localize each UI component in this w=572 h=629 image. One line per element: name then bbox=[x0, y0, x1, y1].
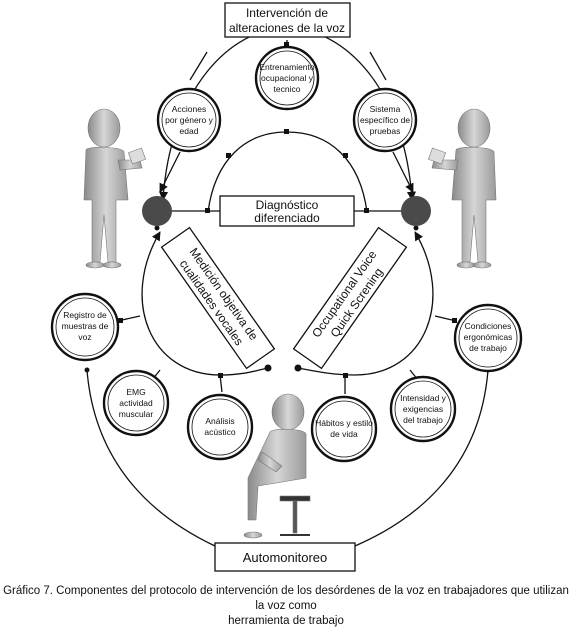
top-box-line-1: Intervención de bbox=[246, 6, 328, 20]
svg-text:del trabajo: del trabajo bbox=[403, 415, 443, 425]
svg-text:pruebas: pruebas bbox=[370, 126, 401, 136]
left-person-figure bbox=[83, 108, 147, 269]
caption-line-2: herramienta de trabajo bbox=[228, 615, 344, 627]
seated-person-figure bbox=[243, 393, 311, 539]
svg-text:actividad: actividad bbox=[119, 398, 153, 408]
svg-text:tecnico: tecnico bbox=[274, 84, 301, 94]
protocol-diagram: Intervención de alteraciones de la voz D… bbox=[50, 2, 523, 572]
right-dark-node bbox=[401, 196, 431, 226]
circle-condiciones: Condiciones ergonómicas de trabajo bbox=[453, 303, 523, 373]
circle-emg: EMG actividad muscular bbox=[102, 369, 170, 437]
svg-text:Acciones: Acciones bbox=[172, 104, 207, 114]
svg-text:Entrenamiento: Entrenamiento bbox=[259, 62, 315, 72]
svg-text:acústico: acústico bbox=[204, 427, 235, 437]
top-box: Intervención de alteraciones de la voz bbox=[224, 2, 351, 38]
center-box-line-1: Diagnóstico bbox=[256, 198, 319, 212]
connector-lines bbox=[86, 27, 489, 547]
svg-text:Sistema: Sistema bbox=[370, 104, 401, 114]
right-diagonal-box: Occupational Voice Quick Screning bbox=[292, 226, 408, 370]
svg-text:ocupacional y: ocupacional y bbox=[261, 73, 314, 83]
circle-analisis: Análisis acústico bbox=[186, 393, 254, 461]
circle-habitos: Hábitos y estilo de vida bbox=[310, 395, 378, 463]
svg-text:EMG: EMG bbox=[126, 387, 145, 397]
circle-acciones: Acciones por género y edad bbox=[156, 87, 222, 153]
center-box-line-2: diferenciado bbox=[254, 211, 320, 225]
svg-text:Análisis: Análisis bbox=[205, 416, 234, 426]
svg-text:voz: voz bbox=[78, 332, 91, 342]
bottom-box-label: Automonitoreo bbox=[243, 550, 328, 565]
circle-entrenamiento: Entrenamiento ocupacional y tecnico bbox=[254, 45, 320, 111]
figure-caption: Gráfico 7. Componentes del protocolo de … bbox=[0, 584, 572, 629]
svg-text:ergonómicas: ergonómicas bbox=[464, 332, 513, 342]
bottom-box: Automonitoreo bbox=[214, 542, 356, 572]
svg-text:edad: edad bbox=[180, 126, 199, 136]
left-diagonal-box: Medición objetiva de cualidades vocales bbox=[160, 226, 276, 370]
circle-intensidad: Intensidad y exigencias del trabajo bbox=[389, 375, 457, 443]
svg-text:muscular: muscular bbox=[119, 409, 154, 419]
svg-text:por género y: por género y bbox=[165, 115, 213, 125]
left-dark-node bbox=[142, 196, 172, 226]
svg-text:muestras de: muestras de bbox=[62, 321, 109, 331]
svg-text:exigencias: exigencias bbox=[403, 404, 443, 414]
svg-text:Condiciones: Condiciones bbox=[465, 321, 512, 331]
svg-text:Registro de: Registro de bbox=[63, 310, 107, 320]
right-person-figure bbox=[427, 108, 497, 269]
circle-registro: Registro de muestras de voz bbox=[50, 292, 120, 362]
circle-sistema: Sistema específico de pruebas bbox=[352, 87, 418, 153]
center-box: Diagnóstico diferenciado bbox=[219, 195, 355, 227]
svg-text:Hábitos y estilo: Hábitos y estilo bbox=[315, 418, 373, 428]
svg-text:de trabajo: de trabajo bbox=[469, 343, 507, 353]
caption-line-1: Gráfico 7. Componentes del protocolo de … bbox=[3, 585, 569, 612]
svg-text:de vida: de vida bbox=[330, 429, 358, 439]
top-box-line-2: alteraciones de la voz bbox=[229, 21, 345, 35]
svg-text:específico de: específico de bbox=[360, 115, 410, 125]
svg-text:Intensidad y: Intensidad y bbox=[400, 393, 447, 403]
